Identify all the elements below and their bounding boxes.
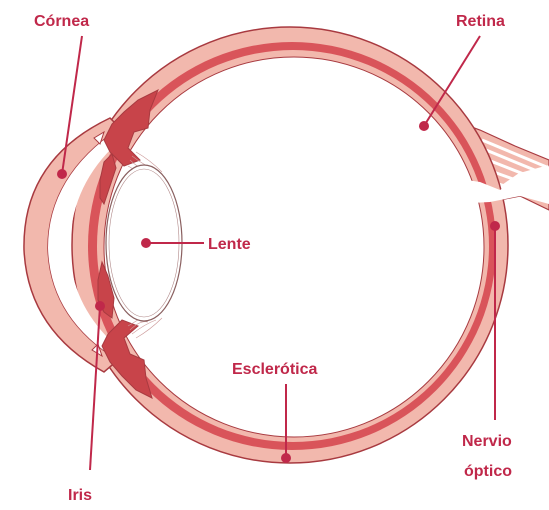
label-lente: Lente <box>208 236 251 253</box>
label-iris: Iris <box>68 487 92 504</box>
dot-cornea <box>57 169 67 179</box>
label-retina: Retina <box>456 13 505 30</box>
label-esclerotica: Esclerótica <box>232 361 317 378</box>
label-nervio-line2: óptico <box>464 463 512 480</box>
dot-esclerotica <box>281 453 291 463</box>
label-nervio-line1: Nervio <box>462 433 512 450</box>
dot-retina <box>419 121 429 131</box>
label-cornea: Córnea <box>34 13 89 30</box>
